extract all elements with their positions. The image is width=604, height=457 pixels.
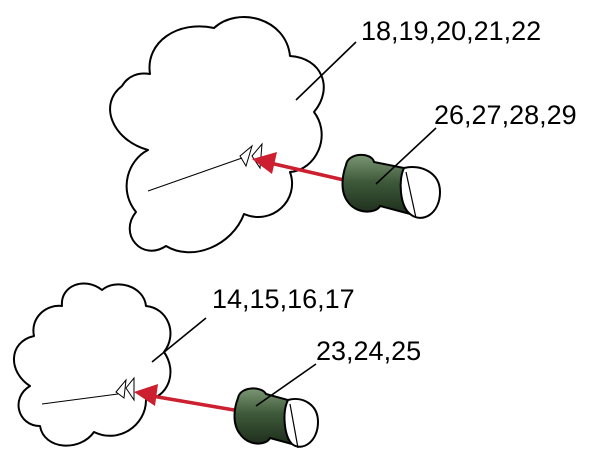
upper-cloud-shape [109,16,325,254]
lower-target-leader [151,317,207,363]
lower-red-arrow [134,384,235,412]
lower-group: 14,15,16,17 23,24,25 [13,282,421,449]
upper-target-label: 18,19,20,21,22 [361,16,541,46]
upper-device-label: 26,27,28,29 [434,100,577,130]
lower-cloud-shape [13,282,172,447]
lower-cut-line [41,393,119,405]
lower-target-label: 14,15,16,17 [212,284,355,314]
upper-group: 18,19,20,21,22 26,27,28,29 [109,16,577,254]
lower-device-leader [255,363,317,407]
upper-capsule-device-icon [341,153,442,219]
lower-triangle-marker-icon [115,376,135,402]
lower-device-label: 23,24,25 [316,336,421,366]
upper-device-leader [375,127,437,185]
upper-cut-line [147,157,243,192]
upper-target-leader [295,41,357,101]
lower-capsule-device-icon [233,387,320,449]
upper-red-arrow [252,152,345,182]
